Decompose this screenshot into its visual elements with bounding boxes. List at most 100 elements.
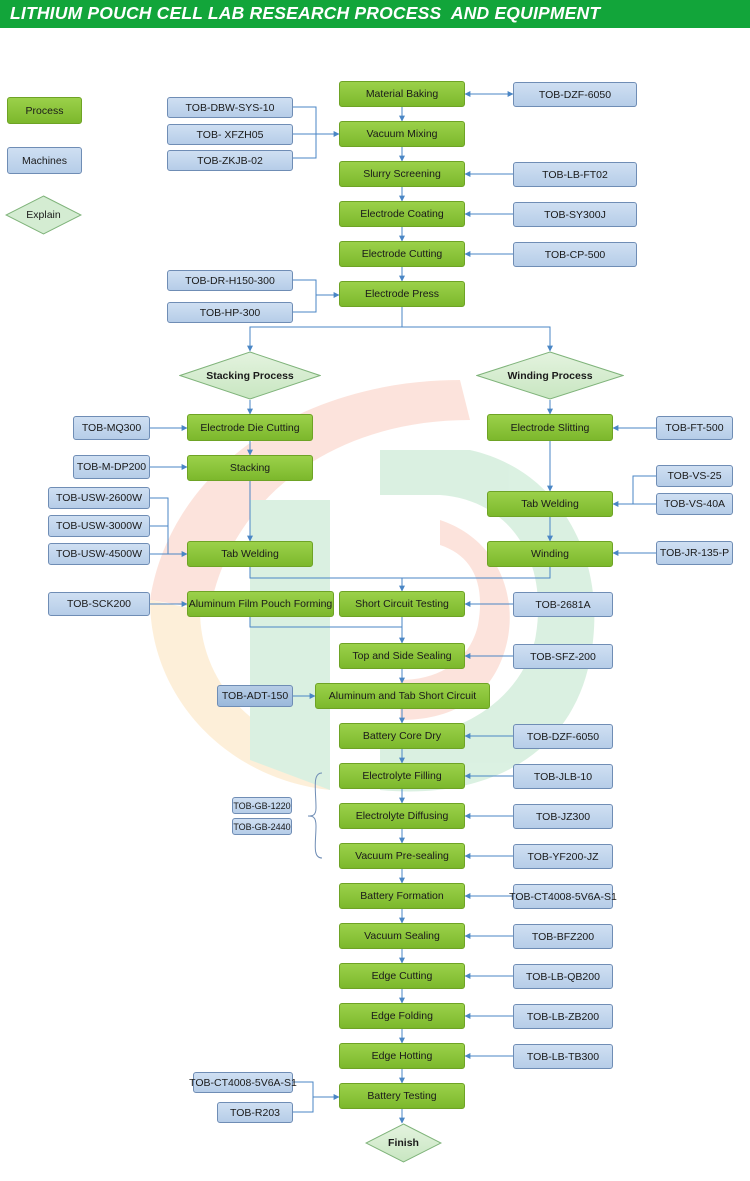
machine-label: TOB-VS-25 <box>667 470 722 482</box>
step-vacuum-pre-sealing: Vacuum Pre-sealing <box>339 843 465 869</box>
machine-mq300: TOB-MQ300 <box>73 416 150 440</box>
machine-label: TOB-USW-3000W <box>56 520 142 532</box>
machine-dzf-6050-top: TOB-DZF-6050 <box>513 82 637 107</box>
legend-explain: Explain <box>5 195 82 235</box>
machine-lb-qb200: TOB-LB-QB200 <box>513 964 613 989</box>
machine-sy300j: TOB-SY300J <box>513 202 637 227</box>
step-label: Electrode Coating <box>360 208 444 220</box>
machine-ct4008-left: TOB-CT4008-5V6A-S1 <box>189 1072 297 1093</box>
machine-label: TOB-SCK200 <box>67 598 131 610</box>
machine-adt-150: TOB-ADT-150 <box>217 685 293 707</box>
winding-process-diamond: Winding Process <box>476 351 624 400</box>
legend-machines-label: Machines <box>22 154 67 167</box>
step-label: Edge Folding <box>371 1010 433 1022</box>
step-battery-formation: Battery Formation <box>339 883 465 909</box>
machine-label: TOB-JLB-10 <box>533 770 593 783</box>
machine-usw-4500w: TOB-USW-4500W <box>48 543 150 565</box>
machine-label: TOB-USW-4500W <box>56 548 142 560</box>
machine-label: TOB-LB-FT02 <box>542 168 608 181</box>
machine-label: TOB-JZ300 <box>535 810 591 823</box>
step-label: Electrode Cutting <box>361 248 443 260</box>
step-label: Vacuum Sealing <box>364 930 440 942</box>
machine-r203: TOB-R203 <box>217 1102 293 1123</box>
machine-vs-40a: TOB-VS-40A <box>656 493 733 515</box>
step-label: Stacking <box>229 462 271 474</box>
machine-label: TOB- XFZH05 <box>196 128 264 141</box>
step-label: Edge Hotting <box>371 1050 433 1062</box>
winding-process-label: Winding Process <box>507 369 593 382</box>
step-edge-folding: Edge Folding <box>339 1003 465 1029</box>
finish-label: Finish <box>388 1137 419 1149</box>
machine-dzf-6050-mid: TOB-DZF-6050 <box>513 724 613 749</box>
step-aluminum-tab-short-circuit: Aluminum and Tab Short Circuit <box>315 683 490 709</box>
legend-machines: Machines <box>7 147 82 174</box>
step-label: Material Baking <box>365 88 439 100</box>
machine-label: TOB-R203 <box>230 1106 280 1119</box>
legend-process: Process <box>7 97 82 124</box>
step-aluminum-film-pouch-forming: Aluminum Film Pouch Forming <box>187 591 334 617</box>
machine-label: TOB-DZF-6050 <box>526 730 600 743</box>
step-tab-welding-stacking: Tab Welding <box>187 541 313 567</box>
machine-hp-300: TOB-HP-300 <box>167 302 293 323</box>
machine-label: TOB-SY300J <box>544 208 606 221</box>
machine-label: TOB-MQ300 <box>81 422 142 434</box>
machine-label: TOB-ADT-150 <box>221 690 289 702</box>
stacking-process-label: Stacking Process <box>206 369 294 382</box>
step-slurry-screening: Slurry Screening <box>339 161 465 187</box>
machine-jz300: TOB-JZ300 <box>513 804 613 829</box>
finish-diamond: Finish <box>365 1123 442 1163</box>
step-electrode-die-cutting: Electrode Die Cutting <box>187 414 313 441</box>
step-vacuum-mixing: Vacuum Mixing <box>339 121 465 147</box>
step-material-baking: Material Baking <box>339 81 465 107</box>
step-label: Aluminum Film Pouch Forming <box>188 598 333 610</box>
step-top-side-sealing: Top and Side Sealing <box>339 643 465 669</box>
step-label: Tab Welding <box>521 498 579 510</box>
machine-label: TOB-VS-40A <box>663 498 726 510</box>
machine-label: TOB-SFZ-200 <box>530 650 596 663</box>
machine-lb-zb200: TOB-LB-ZB200 <box>513 1004 613 1029</box>
step-label: Vacuum Mixing <box>366 128 438 140</box>
step-label: Edge Cutting <box>371 970 433 982</box>
machine-sfz-200: TOB-SFZ-200 <box>513 644 613 669</box>
step-label: Electrolyte Filling <box>362 770 442 782</box>
machine-label: TOB-LB-ZB200 <box>526 1010 600 1023</box>
machine-usw-3000w: TOB-USW-3000W <box>48 515 150 537</box>
machine-label: TOB-2681A <box>535 598 591 611</box>
machine-gb-1220: TOB-GB-1220 <box>232 797 292 814</box>
machine-label: TOB-GB-2440 <box>233 821 291 832</box>
machine-sck200: TOB-SCK200 <box>48 592 150 616</box>
step-edge-hotting: Edge Hotting <box>339 1043 465 1069</box>
machine-dbw-sys-10: TOB-DBW-SYS-10 <box>167 97 293 118</box>
machine-label: TOB-YF200-JZ <box>527 850 599 863</box>
machine-label: TOB-DBW-SYS-10 <box>185 101 275 114</box>
stacking-process-diamond: Stacking Process <box>179 351 321 400</box>
machine-label: TOB-M-DP200 <box>76 461 147 473</box>
step-label: Electrode Die Cutting <box>200 421 300 434</box>
step-battery-testing: Battery Testing <box>339 1083 465 1109</box>
machine-label: TOB-LB-QB200 <box>526 970 600 983</box>
step-label: Top and Side Sealing <box>352 650 452 662</box>
step-electrolyte-filling: Electrolyte Filling <box>339 763 465 789</box>
step-electrode-coating: Electrode Coating <box>339 201 465 227</box>
step-electrode-cutting: Electrode Cutting <box>339 241 465 267</box>
machine-label: TOB-JR-135-P <box>659 547 730 559</box>
machine-m-dp200: TOB-M-DP200 <box>73 455 150 479</box>
machine-label: TOB-CP-500 <box>544 248 606 261</box>
machine-yf200-jz: TOB-YF200-JZ <box>513 844 613 869</box>
step-battery-core-dry: Battery Core Dry <box>339 723 465 749</box>
step-label: Short Circuit Testing <box>355 598 449 610</box>
machine-gb-2440: TOB-GB-2440 <box>232 818 292 835</box>
step-winding: Winding <box>487 541 613 567</box>
legend-process-label: Process <box>25 104 64 117</box>
step-label: Aluminum and Tab Short Circuit <box>328 690 477 702</box>
step-electrode-press: Electrode Press <box>339 281 465 307</box>
step-label: Vacuum Pre-sealing <box>355 850 449 862</box>
machine-ft-500: TOB-FT-500 <box>656 416 733 440</box>
step-label: Tab Welding <box>221 548 279 560</box>
step-stacking: Stacking <box>187 455 313 481</box>
machine-label: TOB-CT4008-5V6A-S1 <box>189 1076 297 1089</box>
step-label: Battery Formation <box>360 890 444 902</box>
machine-vs-25: TOB-VS-25 <box>656 465 733 487</box>
machine-cp-500: TOB-CP-500 <box>513 242 637 267</box>
